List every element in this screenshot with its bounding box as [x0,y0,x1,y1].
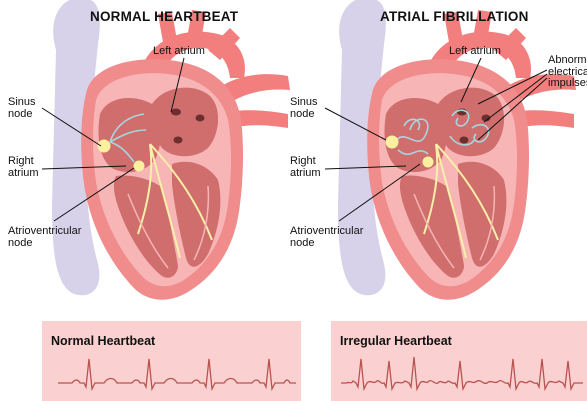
sinus-node [98,140,111,153]
normal-heartbeat-title: NORMAL HEARTBEAT [90,9,238,24]
normal-ecg-panel: Normal Heartbeat [42,321,301,401]
normal-ecg-trace [42,321,301,401]
av-node [134,161,145,172]
sinus-node [386,136,399,149]
atrial-fibrillation-title: ATRIAL FIBRILLATION [380,9,529,24]
left-atrium-label: Left atrium [153,46,205,58]
abnormal-impulses-label: Abnormalelectricalimpulses [548,55,587,90]
irregular-ecg-trace [331,321,587,401]
irregular-ecg-panel: Irregular Heartbeat [331,321,587,401]
left-atrium-label: Left atrium [449,46,501,58]
av-node [423,157,434,168]
